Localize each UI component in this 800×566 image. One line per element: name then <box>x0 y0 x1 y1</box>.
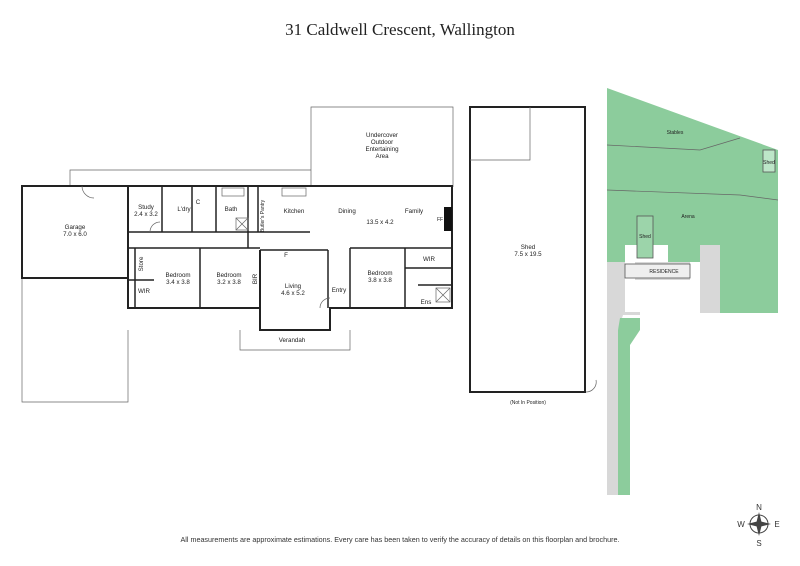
garage-dim: 7.0 x 6.0 <box>63 231 87 238</box>
family-dim: 13.5 x 4.2 <box>366 219 394 226</box>
bedroom3-dim: 3.8 x 3.8 <box>368 277 392 284</box>
bir-label: BIR <box>252 273 259 284</box>
small-shed-label: Shed <box>763 160 775 166</box>
house-walls <box>21 185 453 331</box>
compass-n: N <box>756 503 762 512</box>
bedroom1-dim: 3.4 x 3.8 <box>166 279 190 286</box>
entry-label: Entry <box>332 287 347 294</box>
shed-label: Shed <box>521 244 536 251</box>
store-label: Store <box>138 256 145 271</box>
butlers-pantry-label: Butler's Pantry <box>260 199 266 232</box>
site-plan <box>606 88 779 495</box>
compass-e: E <box>774 520 779 529</box>
arena-label: Arena <box>681 214 695 220</box>
shed-dim: 7.5 x 19.5 <box>514 251 542 258</box>
living-label: Living <box>285 283 302 290</box>
site-driveway <box>607 262 640 495</box>
outdoor-outlines <box>21 106 454 403</box>
bedroom2-dim: 3.2 x 3.8 <box>217 279 241 286</box>
site-labels: Stables Shed Arena Shed RESIDENCE <box>639 130 775 275</box>
stables-label: Stables <box>667 130 684 136</box>
undercover-label-4: Area <box>375 153 389 160</box>
shed-labels: Shed 7.5 x 19.5 (Not In Position) <box>510 244 546 406</box>
shed-outline <box>469 106 586 393</box>
bedroom1-label: Bedroom <box>165 272 190 279</box>
study-dim: 2.4 x 3.2 <box>134 211 158 218</box>
fridge-label: F <box>284 252 288 259</box>
fireplace-label: FF <box>437 217 443 223</box>
garage-label: Garage <box>65 224 86 231</box>
wir-right-label: WIR <box>423 256 436 263</box>
undercover-label-3: Entertaining <box>365 146 399 153</box>
disclaimer: All measurements are approximate estimat… <box>180 535 620 544</box>
undercover-label-1: Undercover <box>366 132 398 139</box>
ensuite-label: Ens <box>421 299 432 306</box>
undercover-label-2: Outdoor <box>371 139 393 146</box>
dining-label: Dining <box>338 208 356 215</box>
verandah-label: Verandah <box>279 337 306 344</box>
fixtures <box>81 185 597 393</box>
ldry-label: L'dry <box>177 206 191 213</box>
study-label: Study <box>138 204 155 211</box>
site-shed-label: Shed <box>639 234 651 240</box>
compass-icon: N S E W <box>737 503 779 548</box>
wir-left-label: WIR <box>138 288 151 295</box>
cupboard-label: C <box>196 199 201 206</box>
compass-w: W <box>737 520 745 529</box>
bedroom2-label: Bedroom <box>216 272 241 279</box>
bath-label: Bath <box>225 206 238 213</box>
compass-s: S <box>756 539 761 548</box>
shed-note: (Not In Position) <box>510 400 546 406</box>
page-title: 31 Caldwell Crescent, Wallington <box>285 20 515 39</box>
residence-label: RESIDENCE <box>649 269 679 275</box>
living-dim: 4.6 x 5.2 <box>281 290 305 297</box>
kitchen-label: Kitchen <box>284 208 305 215</box>
room-labels: Garage 7.0 x 6.0 Study 2.4 x 3.2 L'dry C… <box>63 132 443 344</box>
bedroom3-label: Bedroom <box>367 270 392 277</box>
family-label: Family <box>405 208 424 215</box>
site-lawn <box>607 88 778 313</box>
